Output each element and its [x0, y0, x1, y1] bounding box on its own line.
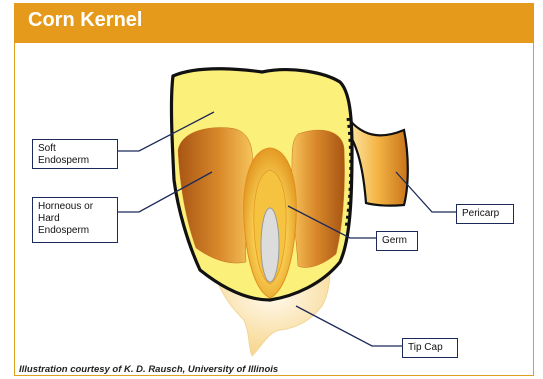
- label-pericarp: Pericarp: [456, 204, 514, 224]
- label-hard-endosperm-text: Horneous or Hard Endosperm: [38, 201, 93, 236]
- label-soft-endosperm-text: Soft Endosperm: [38, 143, 89, 166]
- label-hard-endosperm: Horneous or Hard Endosperm: [32, 197, 118, 243]
- label-germ: Germ: [376, 231, 418, 251]
- embryo-axis: [261, 208, 279, 282]
- label-tip-cap: Tip Cap: [402, 338, 458, 358]
- pericarp-shape: [348, 118, 408, 206]
- figure-caption: Illustration courtesy of K. D. Rausch, U…: [19, 364, 278, 375]
- label-soft-endosperm: Soft Endosperm: [32, 139, 118, 169]
- label-tip-cap-text: Tip Cap: [408, 342, 443, 353]
- label-pericarp-text: Pericarp: [462, 208, 499, 219]
- hard-endosperm-right: [292, 130, 345, 267]
- label-germ-text: Germ: [382, 235, 407, 246]
